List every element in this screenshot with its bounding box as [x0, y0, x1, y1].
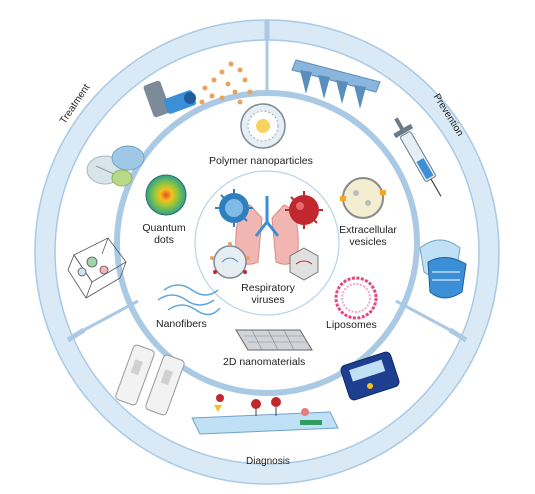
syringe-icon — [393, 117, 442, 197]
2d-nanomaterials-label: 2D nanomaterials — [223, 356, 306, 368]
nanofibers-icon — [157, 284, 221, 316]
inhaler-icon — [143, 80, 196, 118]
nanofibers-label: Nanofibers — [156, 318, 207, 330]
respiratory-viruses-label-line1: Respiratory — [241, 282, 295, 294]
test-strips-icon — [115, 344, 185, 416]
ring-separator-left — [66, 327, 86, 343]
pills-icon — [86, 145, 145, 187]
virus-grey-icon — [210, 242, 250, 279]
polymer-nanoparticle-icon — [240, 103, 286, 149]
middle-ring — [114, 90, 420, 396]
face-mask-icon — [419, 239, 467, 299]
virus-hex-icon — [289, 247, 319, 281]
virus-red-icon — [285, 191, 323, 229]
extracellular-vesicles-label: Extracellular vesicles — [336, 224, 400, 248]
liposome-icon — [334, 276, 378, 320]
virus-blue-icon — [215, 189, 253, 227]
2d-nanomaterial-sheet-icon — [235, 329, 313, 351]
quantum-dots-label: Quantum dots — [141, 222, 187, 246]
biosensor-chip-icon — [191, 394, 339, 435]
extracellular-vesicles-label-line2: vesicles — [349, 236, 387, 248]
extracellular-vesicle-icon — [340, 177, 386, 219]
diagnosis-label: Diagnosis — [246, 456, 290, 467]
liposomes-label: Liposomes — [326, 319, 377, 331]
diagnostic-device-icon — [340, 351, 400, 401]
quantum-dots-label-line2: dots — [154, 234, 174, 246]
quantum-dot-icon — [145, 174, 187, 216]
quantum-dots-label-line1: Quantum — [142, 222, 186, 234]
ring-separator-right — [448, 327, 468, 343]
polymer-nanoparticles-label: Polymer nanoparticles — [209, 155, 313, 167]
extracellular-vesicles-label-line1: Extracellular — [339, 224, 397, 236]
respiratory-viruses-label-line2: viruses — [251, 294, 285, 306]
microneedle-patch-icon — [291, 59, 381, 109]
respiratory-viruses-label: Respiratory viruses — [232, 282, 304, 306]
nanocarrier-cube-icon — [67, 237, 127, 299]
spray-particles-icon — [199, 61, 253, 105]
